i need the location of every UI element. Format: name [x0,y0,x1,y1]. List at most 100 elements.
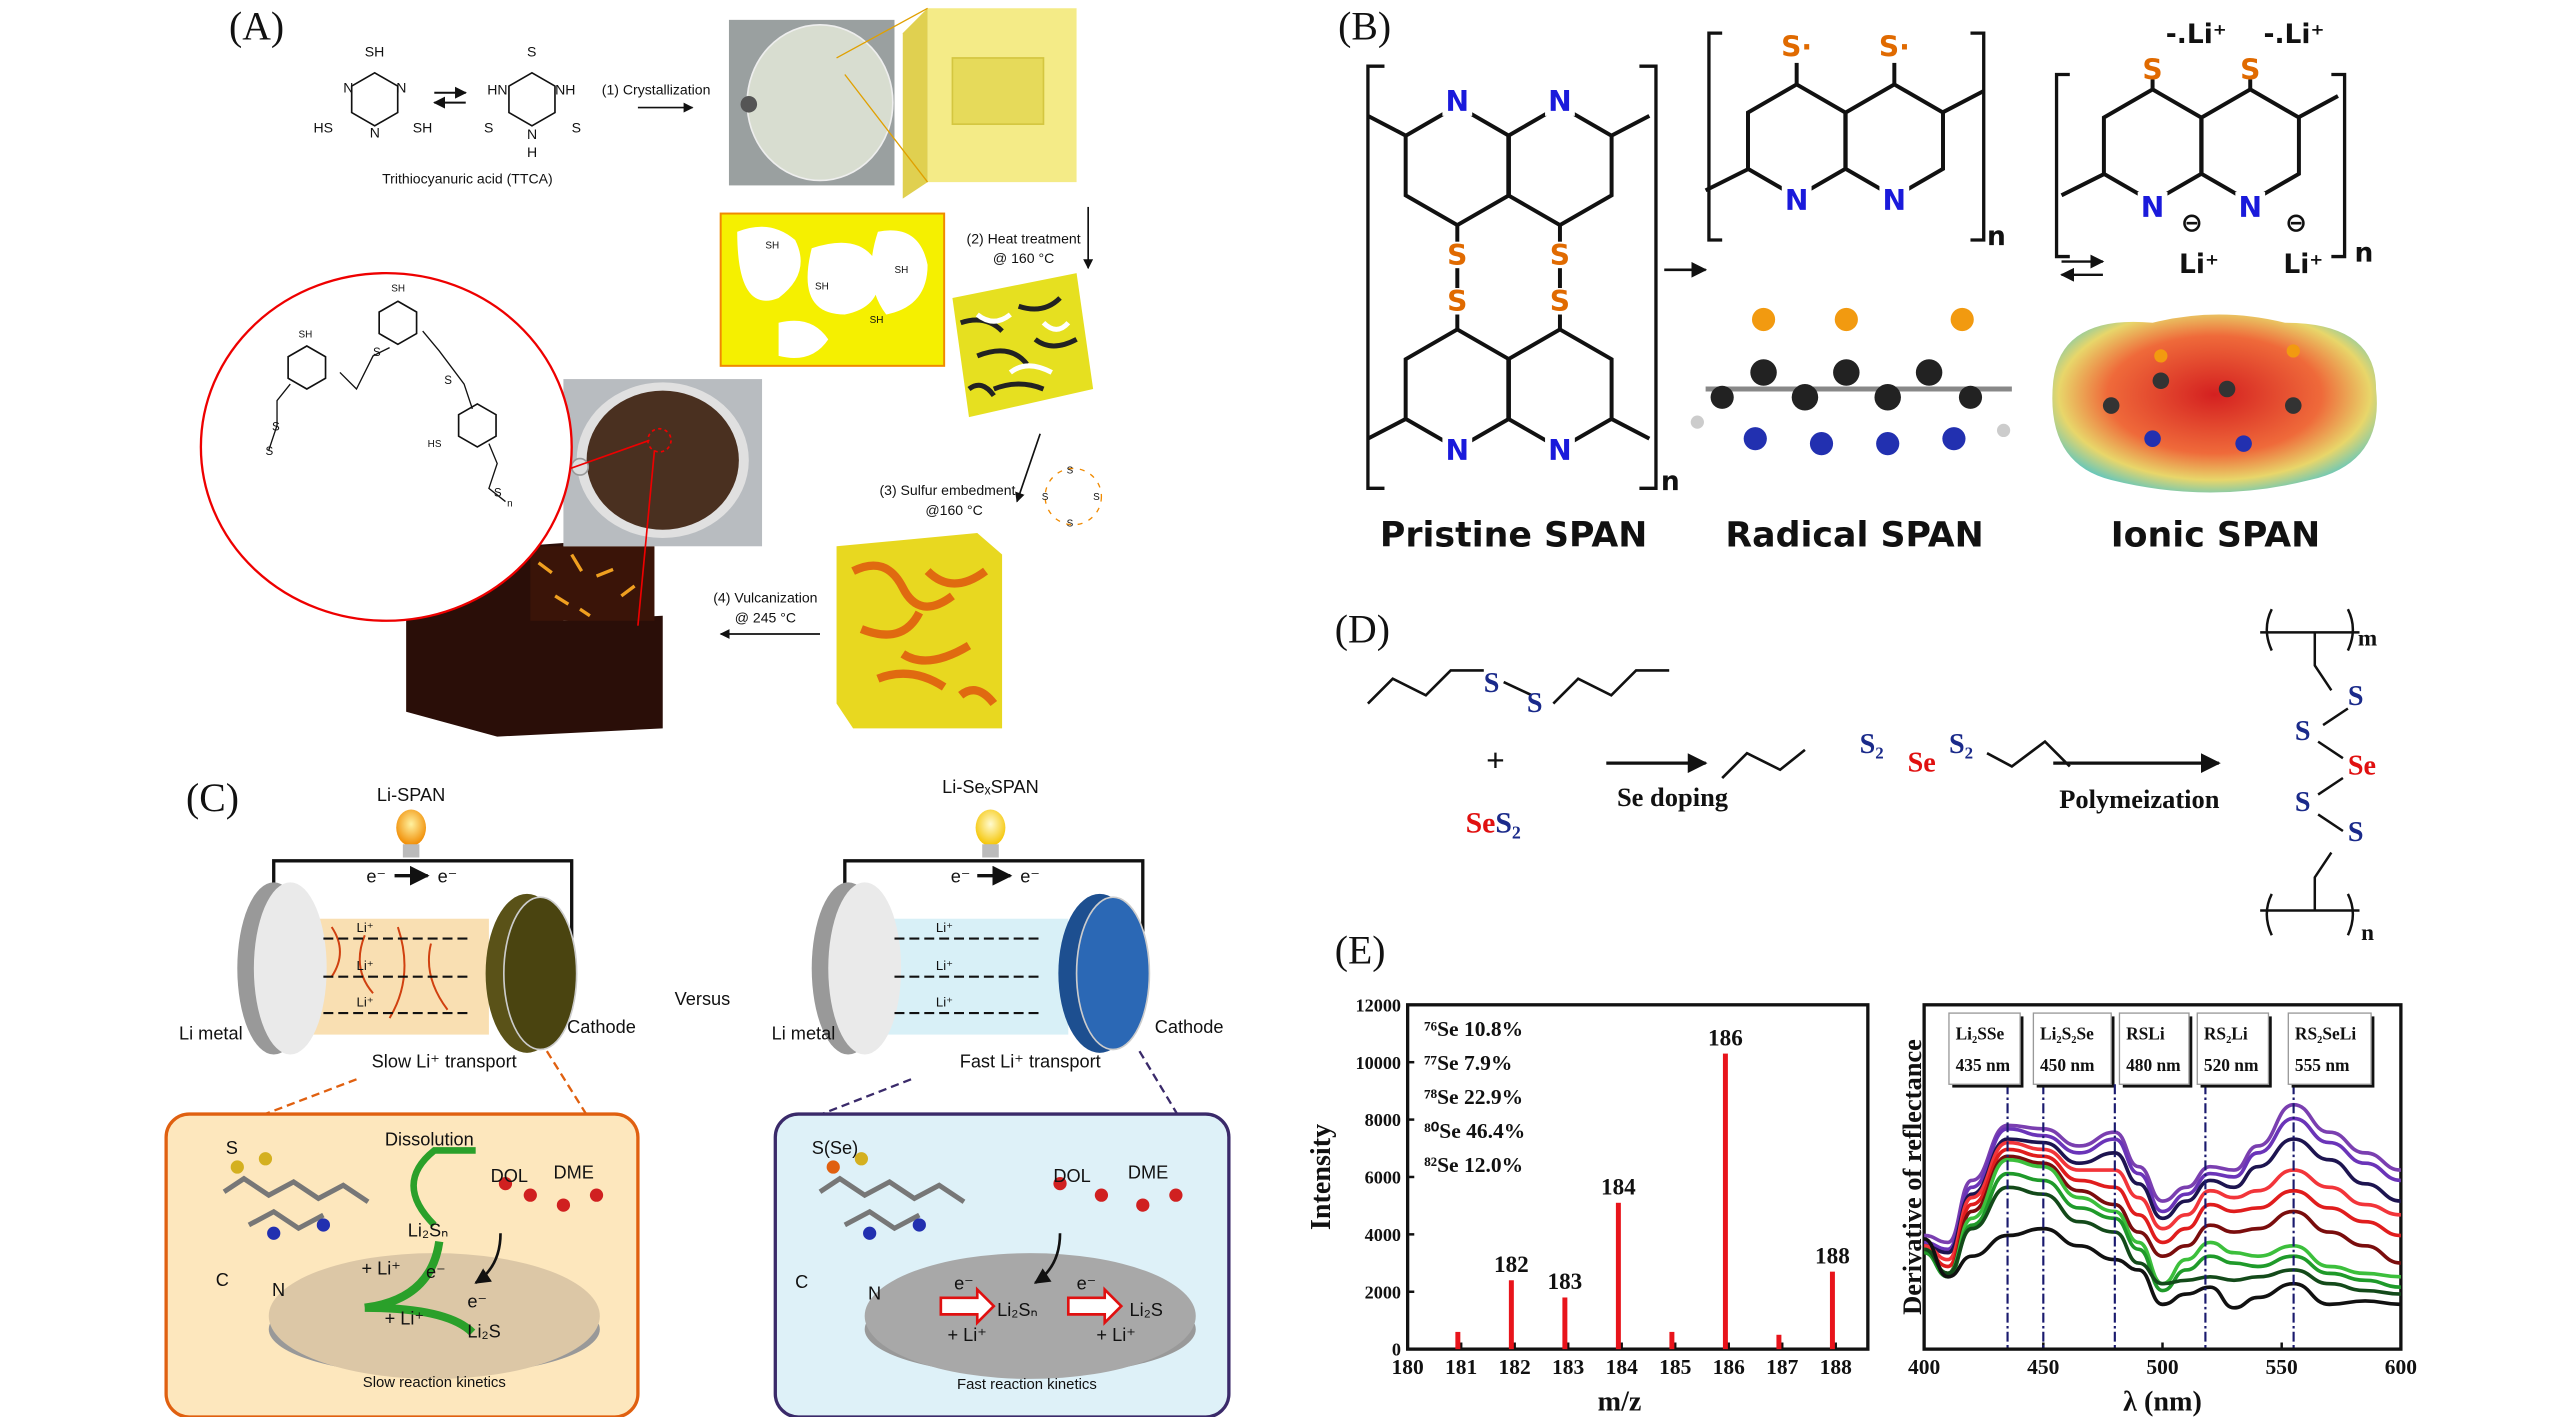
sulfur-atom: S [1447,285,1467,318]
triazine-ring [287,345,327,390]
electron-label: e⁻ [951,866,971,886]
s-se-label: S(Se) [812,1138,859,1158]
transport-label: Slow Li⁺ transport [372,1052,517,1072]
dissolution-arrow [410,1147,476,1228]
slow-kinetics-box: S Dissolution DOL DME Li₂Sₙ C N + Li⁺ e⁻… [164,1112,640,1417]
dme-label: DME [553,1163,593,1183]
bar-data-label: 182 [1494,1252,1529,1278]
lithium-ion: Li⁺ [2283,249,2323,280]
thiol-label: SH [870,315,884,326]
porous-cube-illustration [952,273,1094,418]
sulfur-atom: S [2240,53,2260,86]
nitrogen-label: N [868,1283,881,1303]
thiol-label: SH [299,330,313,341]
li2s-label: Li₂S [1130,1300,1163,1320]
repeat-m: m [2358,626,2377,652]
nitrogen-atom: N [2238,191,2262,224]
atom-label: NH [555,81,575,97]
series-line-dark-green [1923,1185,2401,1296]
ionic-span-structure: S S -.Li⁺ -.Li⁺ N N ⊖ ⊖ Li⁺ Li⁺ n [2054,19,2373,280]
series-line-green-1 [1923,1157,2401,1286]
step-4-label: (4) Vulcanization [713,590,817,606]
yellow-cube-illustration [836,7,1077,199]
step-2-label: (2) Heat treatment [967,230,1081,246]
electron-label: e⁻ [438,866,458,886]
species-label: RS₂Li [2204,1025,2248,1044]
nitrogen-atom: N [1785,184,1809,217]
pyridine-ring [1506,327,1614,451]
thiol-label: HS [428,439,442,450]
sulfur-atom: S [265,446,273,458]
sulfur-atom: S [2348,681,2364,712]
ttca-keto-structure: S HN NH S S N H [484,43,581,160]
pyridine-ring [1403,327,1511,451]
bar [1669,1331,1675,1350]
radical-ball-model [1690,307,2012,456]
bar-data-label: 184 [1601,1175,1636,1201]
zoom-line [545,1050,590,1118]
zoom-line [637,450,656,626]
x-tick-label: 183 [1552,1355,1584,1379]
repeat-n: n [1987,221,2006,252]
li-ion-label: Li⁺ [936,994,953,1009]
step-2-condition: @ 160 °C [993,250,1054,266]
series-line-red-2 [1923,1147,2402,1269]
cell-title: Li-SPAN [377,785,445,805]
thiol-label: SH [765,240,779,251]
wavelength-label: 480 nm [2126,1056,2181,1075]
pyridine-ring [2199,87,2301,205]
isotope-abundance-label: ⁸⁰Se 46.4% [1424,1119,1525,1143]
sulfur-atom: S [1550,285,1570,318]
polymer-structure: m n S S Se S S [2260,608,2377,946]
thiol-label: SH [815,282,829,293]
box-caption: Fast reaction kinetics [957,1377,1097,1393]
fast-kinetics-box: S(Se) DOL DME C N e⁻ e⁻ Li₂Sₙ Li₂S + Li⁺… [773,1112,1231,1417]
li-sexspan-cell: Li-SeₓSPAN e⁻ e⁻ Li⁺ Li⁺ Li⁺ Li metal Ca… [772,777,1224,1072]
fast-conversion-arrow [1066,1286,1124,1326]
species-label: Li₂S₂Se [2040,1025,2094,1044]
plus-li-label: + Li⁺ [1096,1325,1135,1345]
species-label: RS₂SeLi [2295,1025,2356,1044]
isotope-abundance-label: ⁸²Se 12.0% [1424,1153,1523,1177]
sulfur-radical: S· [1781,30,1812,63]
y-axis-label: Derivative of reflectance [1897,1039,1927,1315]
crystal-photo [728,19,895,186]
sulfur-atom: S [1447,239,1467,272]
x-tick-label: 184 [1606,1355,1639,1379]
label-box [2032,1012,2112,1085]
panel-d-label: (D) [1335,607,1390,651]
sulfur-label: S [226,1138,238,1158]
series-line-red-1 [1923,1140,2401,1262]
x-tick-label: 450 [2027,1355,2059,1379]
y-tick-label: 4000 [1365,1225,1401,1245]
panel-b: (B) N N N N S S S S n [1338,5,2377,555]
electron-label: e⁻ [1077,1274,1097,1294]
y-tick-label: 0 [1392,1340,1401,1360]
sulfur-radical: S· [1879,30,1910,63]
y-tick-label: 2000 [1365,1282,1401,1302]
ttca-enol-structure: SH N N N HS SH [313,43,432,140]
s2-group: S₂ [1949,729,1973,760]
li-ion-label: Li⁺ [356,958,373,973]
x-tick-label: 400 [1908,1355,1940,1379]
bar-data-label: 188 [1815,1243,1850,1269]
triazine-ring [350,71,399,127]
bar [1776,1334,1782,1350]
y-axis-label: Intensity [1306,1124,1337,1230]
y-tick-label: 12000 [1356,995,1401,1015]
radical-span-label: Radical SPAN [1725,515,1983,555]
y-tick-label: 10000 [1356,1053,1401,1073]
panel-c: (C) Li-SPAN e⁻ e⁻ Li⁺ Li⁺ Li⁺ Li metal C… [164,776,1231,1417]
selenium-atom: Se [2348,751,2376,782]
cathode-label: Cathode [567,1017,636,1037]
sulfur-atom: S [494,488,502,500]
panel-d: (D) S S + SeS₂ Se doping S₂ Se S₂ Polyme… [1335,607,2377,946]
panel-b-label: (B) [1338,5,1391,49]
thiol-label: SH [894,265,908,276]
isotope-abundance-label: ⁷⁶Se 10.8% [1424,1017,1523,1041]
li2s-label: Li₂S [467,1322,500,1342]
step-1-label: (1) Crystallization [602,81,711,97]
lithium-ion: Li⁺ [2179,249,2219,280]
sulfur-atom: S [373,347,381,359]
label-box [2118,1012,2190,1085]
